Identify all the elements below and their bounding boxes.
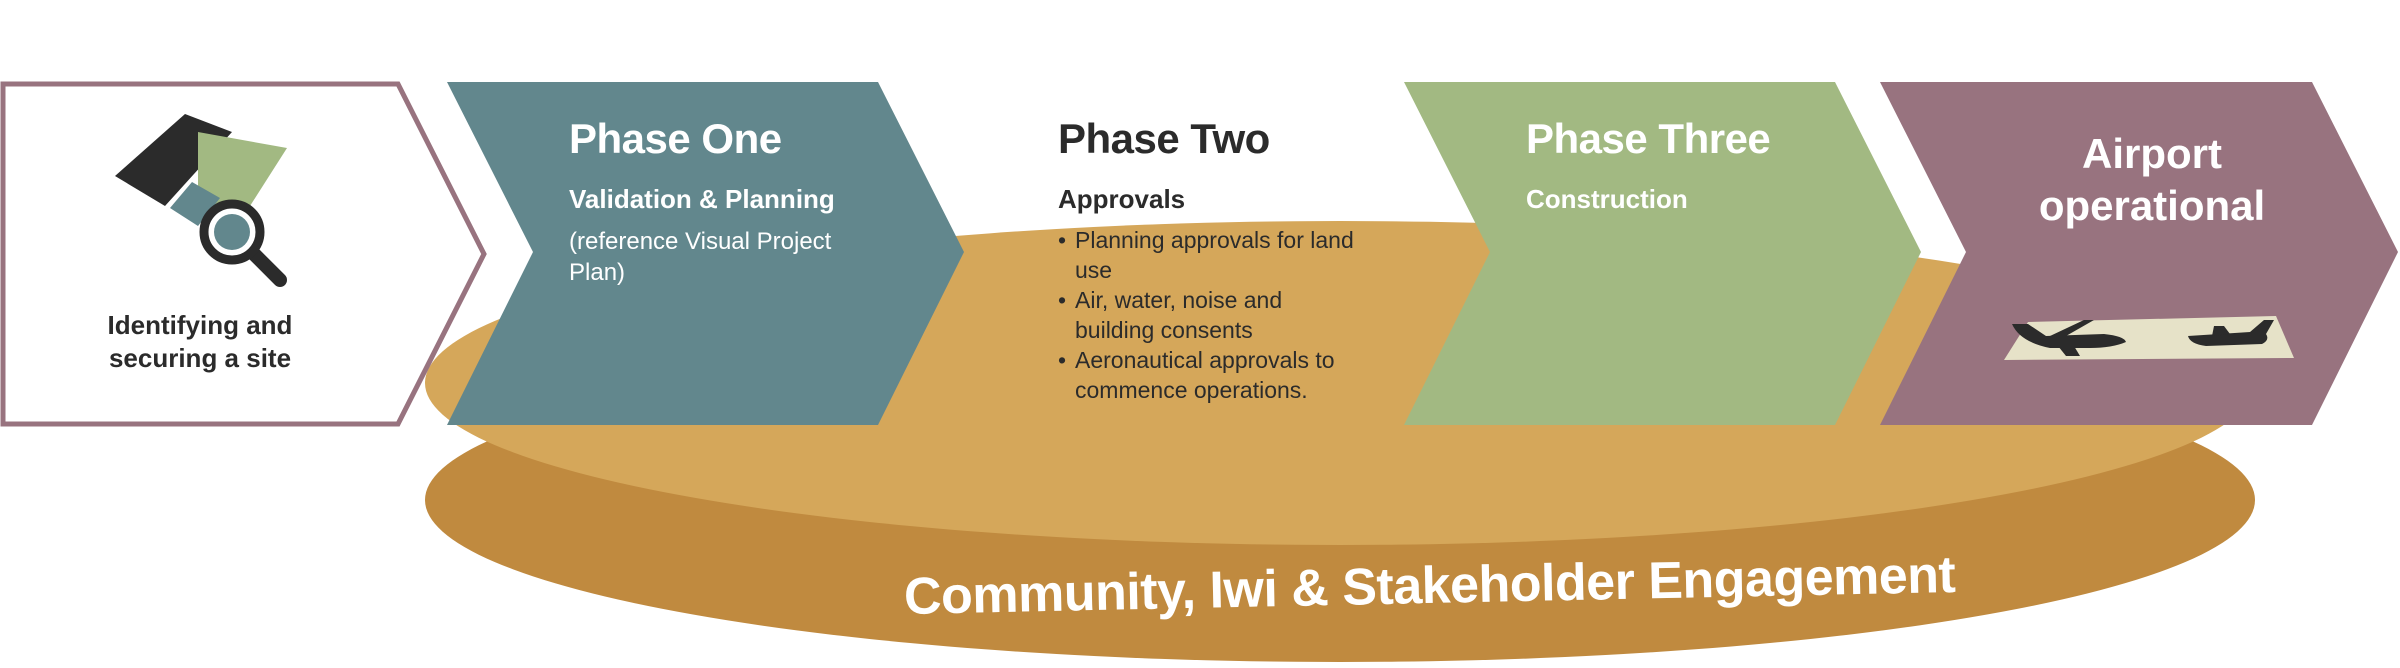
- phase-two-bullet: Air, water, noise and building consents: [1058, 285, 1358, 345]
- phase-three-chevron: [1404, 82, 1921, 425]
- phase-two-subtitle: Approvals: [1058, 184, 1186, 214]
- phase-one-title: Phase One: [569, 115, 782, 162]
- map-magnifier-icon: [115, 114, 287, 287]
- airport-operational-label: Airport operational: [2038, 130, 2266, 229]
- phase-two-title: Phase Two: [1058, 115, 1270, 162]
- site-step-label: Identifying and securing a site: [107, 310, 293, 373]
- phase-one-subtitle: Validation & Planning: [569, 184, 835, 214]
- phase-three-title: Phase Three: [1526, 115, 1771, 162]
- phase-one-note: (reference Visual Project Plan): [569, 228, 832, 286]
- phase-two-bullet: Aeronautical approvals to commence opera…: [1058, 345, 1358, 405]
- phase-one-chevron: [447, 82, 964, 425]
- airplanes-runway-icon: [2004, 316, 2294, 360]
- phase-two-bullets: Planning approvals for land use Air, wat…: [1058, 225, 1358, 405]
- phase-two-bullet: Planning approvals for land use: [1058, 225, 1358, 285]
- phase-three-subtitle: Construction: [1526, 184, 1688, 214]
